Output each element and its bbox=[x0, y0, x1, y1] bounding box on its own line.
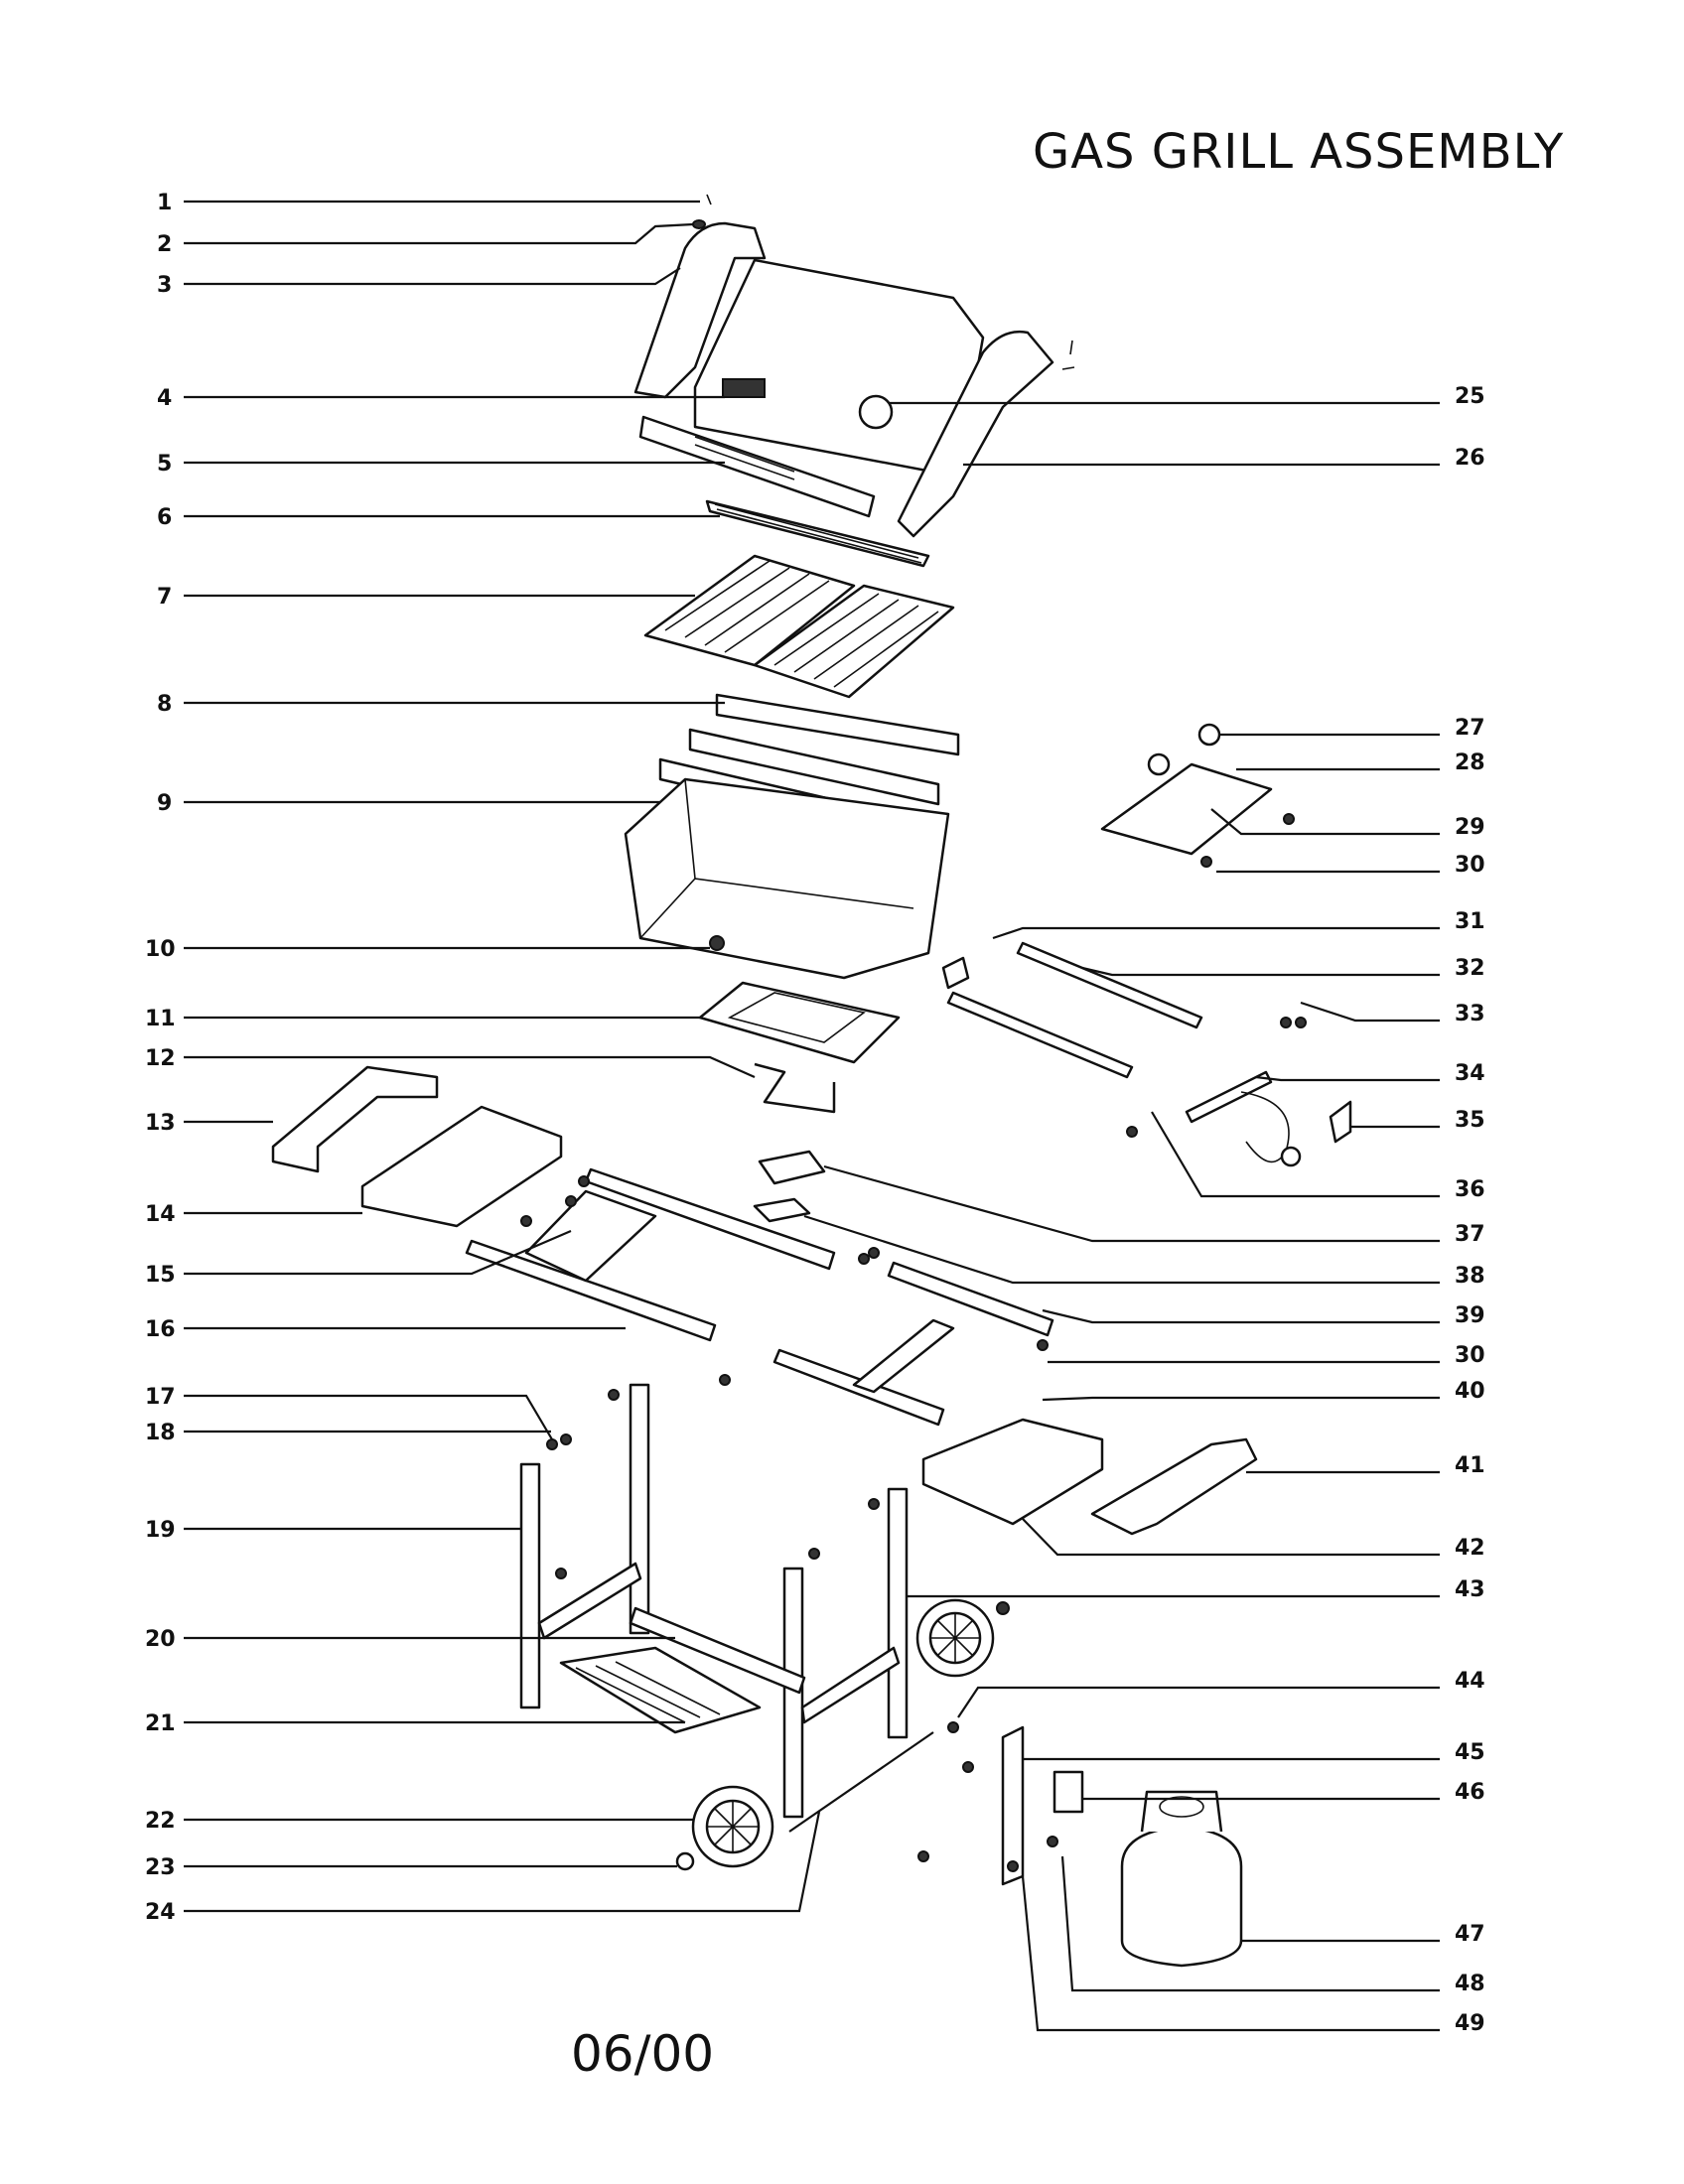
axle bbox=[788, 1731, 934, 1833]
callout-30: 30 bbox=[1455, 853, 1485, 878]
callout-4: 4 bbox=[157, 386, 172, 411]
lid-logo-badge bbox=[722, 378, 766, 398]
callout-9: 9 bbox=[157, 791, 172, 816]
callout-6: 6 bbox=[157, 505, 172, 530]
side-table bbox=[360, 1105, 563, 1228]
right-side-handle bbox=[1090, 1437, 1258, 1536]
callout-12: 12 bbox=[145, 1046, 176, 1071]
callout-14: 14 bbox=[145, 1202, 176, 1227]
callout-40: 40 bbox=[1455, 1379, 1485, 1404]
manifold bbox=[1185, 1070, 1273, 1124]
callout-46: 46 bbox=[1455, 1780, 1485, 1805]
bottom-grid-shelf bbox=[559, 1646, 762, 1734]
left-frame-rail bbox=[465, 1239, 717, 1342]
thermometer bbox=[858, 394, 894, 430]
control-knob-28 bbox=[1147, 752, 1171, 776]
callout-25: 25 bbox=[1455, 384, 1485, 409]
control-knob-27 bbox=[1197, 723, 1221, 747]
callout-16: 16 bbox=[145, 1317, 176, 1342]
catch-pan-holder bbox=[754, 1062, 836, 1114]
cart-leg-front-right bbox=[782, 1567, 804, 1819]
callout-33: 33 bbox=[1455, 1002, 1485, 1026]
callout-48: 48 bbox=[1455, 1972, 1485, 1996]
burner-tube-lower bbox=[946, 991, 1134, 1079]
callout-35: 35 bbox=[1455, 1108, 1485, 1133]
callout-47: 47 bbox=[1455, 1922, 1485, 1947]
right-frame-rail bbox=[887, 1261, 1054, 1337]
cart-leg-rear-left bbox=[629, 1383, 650, 1635]
burner-tube-upper bbox=[1016, 941, 1203, 1029]
callout-41: 41 bbox=[1455, 1453, 1485, 1478]
callout-28: 28 bbox=[1455, 751, 1485, 775]
revision-date: 06/00 bbox=[571, 2025, 715, 2083]
callout-5: 5 bbox=[157, 452, 172, 477]
callout-44: 44 bbox=[1455, 1669, 1485, 1694]
drip-tray-37 bbox=[753, 1197, 811, 1223]
callout-3: 3 bbox=[157, 273, 172, 298]
callout-43: 43 bbox=[1455, 1577, 1485, 1602]
callout-37: 37 bbox=[1455, 1222, 1485, 1247]
callout-20: 20 bbox=[145, 1627, 176, 1652]
clip-bracket bbox=[1329, 1100, 1352, 1144]
callout-15: 15 bbox=[145, 1263, 176, 1288]
callout-11: 11 bbox=[145, 1007, 176, 1031]
cooking-grate-right bbox=[753, 584, 955, 699]
right-handle-bracket bbox=[897, 330, 1054, 538]
diagram-title: GAS GRILL ASSEMBLY bbox=[1033, 124, 1565, 180]
bottom-shelf-panel bbox=[921, 1418, 1104, 1526]
callout-29: 29 bbox=[1455, 815, 1485, 840]
callout-22: 22 bbox=[145, 1809, 176, 1834]
callout-45: 45 bbox=[1455, 1740, 1485, 1765]
side-table-handle bbox=[271, 1065, 439, 1173]
left-handle-bracket bbox=[633, 221, 767, 399]
callout-17: 17 bbox=[145, 1385, 176, 1410]
callout-7: 7 bbox=[157, 585, 172, 610]
callout-10: 10 bbox=[145, 937, 176, 962]
fuel-gauge bbox=[1052, 1770, 1084, 1814]
callout-18: 18 bbox=[145, 1421, 176, 1445]
callout-13: 13 bbox=[145, 1111, 176, 1136]
callout-8: 8 bbox=[157, 692, 172, 717]
control-panel bbox=[1100, 762, 1273, 856]
callout-26: 26 bbox=[1455, 446, 1485, 471]
left-leader-lines bbox=[184, 200, 821, 1913]
cooking-grate-left bbox=[643, 554, 856, 667]
cart-leg-front-left bbox=[519, 1462, 541, 1709]
callout-31: 31 bbox=[1455, 909, 1485, 934]
callout-21: 21 bbox=[145, 1711, 176, 1736]
callout-2: 2 bbox=[157, 232, 172, 257]
right-leader-lines bbox=[803, 401, 1440, 2032]
callout-32: 32 bbox=[1455, 956, 1485, 981]
bottom-tray bbox=[698, 981, 901, 1064]
hub-cap bbox=[675, 1851, 695, 1871]
callout-19: 19 bbox=[145, 1518, 176, 1543]
cart-crossbar bbox=[629, 1606, 806, 1695]
callout-34: 34 bbox=[1455, 1061, 1485, 1086]
right-callout-labels: 25 26 27 28 29 30 31 32 33 34 35 36 37 3… bbox=[1455, 384, 1485, 2036]
callout-24: 24 bbox=[145, 1900, 176, 1925]
propane-tank bbox=[1120, 1825, 1243, 1968]
callout-39: 39 bbox=[1455, 1303, 1485, 1328]
callout-1: 1 bbox=[157, 191, 172, 215]
drip-tray-36 bbox=[758, 1150, 826, 1185]
left-callout-labels: 1 2 3 4 5 6 7 8 9 10 11 12 13 14 15 16 1… bbox=[145, 191, 176, 1925]
callout-27: 27 bbox=[1455, 716, 1485, 741]
callout-36: 36 bbox=[1455, 1177, 1485, 1202]
callout-49: 49 bbox=[1455, 2011, 1485, 2036]
callout-23: 23 bbox=[145, 1855, 176, 1880]
fasteners bbox=[520, 813, 1307, 1872]
callout-38: 38 bbox=[1455, 1264, 1485, 1289]
callout-42: 42 bbox=[1455, 1536, 1485, 1561]
grill-lid bbox=[693, 258, 985, 478]
callout-30-second: 30 bbox=[1455, 1343, 1485, 1368]
cart-leg-rear-right bbox=[887, 1487, 909, 1739]
grill-parts bbox=[271, 194, 1352, 1968]
